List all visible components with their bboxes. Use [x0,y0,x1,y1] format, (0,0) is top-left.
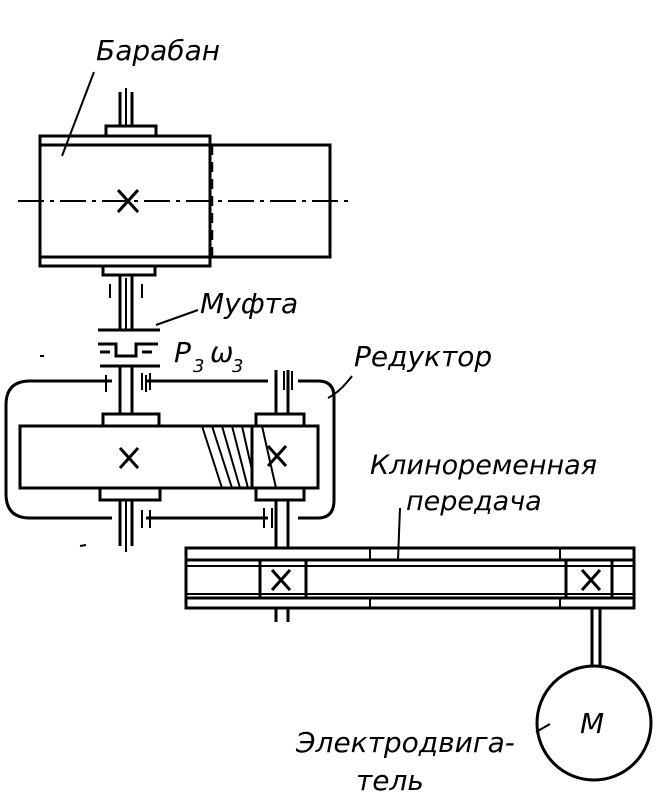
motor-label-line2: тель [356,764,424,797]
drum [18,88,350,277]
coupling-label: Муфта [200,287,298,320]
reducer-label: Редуктор [354,340,492,373]
electric-motor [535,664,653,782]
belt-drive-label-line1: Клиноременная [370,450,597,481]
scan-specks [40,355,87,547]
motor-label-line1: Электродвига- [295,726,515,759]
motor-symbol: М [580,707,604,740]
omega-subscript: 3 [232,356,243,377]
drum-label: Барабан [96,34,220,67]
reducer [4,370,336,552]
power-symbol: P [174,336,191,369]
v-belt-drive [184,546,636,666]
belt-drive-label-line2: передача [406,486,542,517]
coupling [98,275,160,414]
power-subscript: 3 [193,356,204,377]
omega-symbol: ω [210,336,233,369]
power-speed-label: P 3 ω 3 [174,336,243,377]
leader-lines [61,71,551,733]
